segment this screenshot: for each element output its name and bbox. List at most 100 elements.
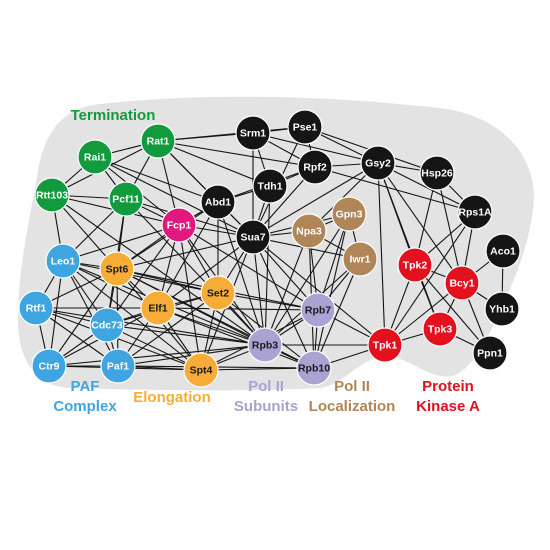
node-leo1: Leo1	[45, 243, 81, 279]
node-circle-pse1	[287, 109, 323, 145]
node-circle-tdh1	[252, 168, 288, 204]
node-label-spt4: Spt4	[190, 365, 213, 377]
edge-iwr1-rpb10	[313, 258, 361, 369]
node-label-set2: Set2	[207, 288, 229, 300]
edge-fcp1-spt4	[178, 224, 202, 371]
node-label-hsp26: Hsp26	[421, 168, 453, 180]
node-label-fcp1: Fcp1	[167, 220, 192, 232]
edge-rps1a-tpk1	[384, 211, 476, 346]
node-srm1: Srm1	[235, 115, 271, 151]
node-tpk2: Tpk2	[397, 247, 433, 283]
edge-rtt103-rpb3	[51, 194, 266, 346]
node-label-gpn3: Gpn3	[336, 209, 363, 221]
node-label-abd1: Abd1	[205, 197, 231, 209]
edge-abd1-rpb3	[217, 201, 266, 346]
edge-gsy2-sua7	[252, 162, 379, 238]
node-label-leo1: Leo1	[51, 256, 76, 268]
node-circle-spt6	[99, 251, 135, 287]
group-label-polii-localization-1: Localization	[309, 398, 396, 415]
node-label-ppn1: Ppn1	[477, 348, 503, 360]
group-label-pka-0: Protein	[422, 378, 474, 395]
edge-hsp26-bcy1	[436, 172, 463, 284]
node-circle-gsy2	[360, 145, 396, 181]
node-label-rtt103: Rtt103	[36, 190, 68, 202]
node-label-iwr1: Iwr1	[349, 254, 370, 266]
node-circle-yhb1	[484, 291, 520, 327]
node-label-rps1a: Rps1A	[458, 207, 492, 219]
node-circle-tpk3	[422, 311, 458, 347]
edge-rtf1-rpb3	[35, 307, 266, 346]
node-circle-rps1a	[457, 194, 493, 230]
group-label-elongation-0: Elongation	[133, 389, 211, 406]
node-label-rpb7: Rpb7	[305, 305, 331, 317]
edge-leo1-paf1	[62, 260, 119, 367]
node-circle-hsp26	[419, 155, 455, 191]
node-label-rpb10: Rpb10	[298, 363, 330, 375]
node-circle-ctr9	[31, 348, 67, 384]
node-rps1a: Rps1A	[457, 194, 493, 230]
node-circle-aco1	[485, 233, 521, 269]
edge-ctr9-spt6	[48, 268, 118, 367]
edge-gsy2-tpk1	[377, 162, 386, 346]
node-label-pcf11: Pcf11	[112, 194, 140, 206]
node-gpn3: Gpn3	[331, 196, 367, 232]
node-abd1: Abd1	[200, 184, 236, 220]
node-rat1: Rat1	[140, 123, 176, 159]
node-circle-iwr1	[342, 241, 378, 277]
node-spt4: Spt4	[183, 352, 219, 388]
node-circle-paf1	[100, 348, 136, 384]
node-label-rai1: Rai1	[84, 152, 106, 164]
edge-rai1-abd1	[94, 156, 219, 203]
node-aco1: Aco1	[485, 233, 521, 269]
node-label-rpf2: Rpf2	[303, 162, 326, 174]
node-circle-abd1	[200, 184, 236, 220]
node-npa3: Npa3	[291, 213, 327, 249]
node-label-aco1: Aco1	[490, 246, 516, 258]
node-rtt103: Rtt103	[34, 177, 70, 213]
node-label-tdh1: Tdh1	[257, 181, 282, 193]
node-spt6: Spt6	[99, 251, 135, 287]
edge-gpn3-rpb3	[264, 213, 350, 346]
node-label-tpk1: Tpk1	[373, 340, 398, 352]
group-label-polii-subunits-1: Subunits	[234, 398, 298, 415]
node-circle-rpf2	[297, 149, 333, 185]
node-ppn1: Ppn1	[472, 335, 508, 371]
node-bcy1: Bcy1	[444, 265, 480, 301]
node-circle-rpb7	[300, 292, 336, 328]
edge-gsy2-rps1a	[377, 162, 476, 213]
node-yhb1: Yhb1	[484, 291, 520, 327]
edge-elf1-rpb10	[157, 307, 315, 369]
node-rtf1: Rtf1	[18, 290, 54, 326]
edge-sua7-rpb3	[252, 236, 266, 346]
node-label-elf1: Elf1	[148, 303, 167, 315]
group-label-polii-localization-0: Pol II	[334, 378, 370, 395]
node-circle-gpn3	[331, 196, 367, 232]
edge-pcf11-rpb3	[125, 198, 266, 346]
edge-rpf2-rps1a	[314, 166, 476, 213]
node-label-cdc73: Cdc73	[91, 320, 123, 332]
node-circle-rpb3	[247, 327, 283, 363]
node-circle-rtf1	[18, 290, 54, 326]
node-circle-bcy1	[444, 265, 480, 301]
group-label-paf-1: Complex	[53, 398, 117, 415]
node-label-pse1: Pse1	[293, 122, 318, 134]
group-label-termination-0: Termination	[71, 107, 156, 124]
node-iwr1: Iwr1	[342, 241, 378, 277]
node-tpk1: Tpk1	[367, 327, 403, 363]
edge-spt4-rpb10	[200, 367, 315, 371]
edge-elf1-rpb3	[157, 307, 266, 346]
node-circle-sua7	[235, 219, 271, 255]
node-set2: Set2	[200, 275, 236, 311]
edge-fcp1-leo1	[62, 224, 180, 262]
edge-rai1-sua7	[94, 156, 254, 238]
edge-sua7-spt6	[116, 236, 254, 270]
edge-abd1-elf1	[157, 201, 219, 309]
edge-sua7-elf1	[157, 236, 254, 309]
node-rpb10: Rpb10	[296, 350, 332, 386]
node-label-paf1: Paf1	[107, 361, 129, 373]
node-circle-srm1	[235, 115, 271, 151]
node-cdc73: Cdc73	[89, 307, 125, 343]
node-label-gsy2: Gsy2	[365, 158, 391, 170]
node-label-tpk2: Tpk2	[403, 260, 428, 272]
